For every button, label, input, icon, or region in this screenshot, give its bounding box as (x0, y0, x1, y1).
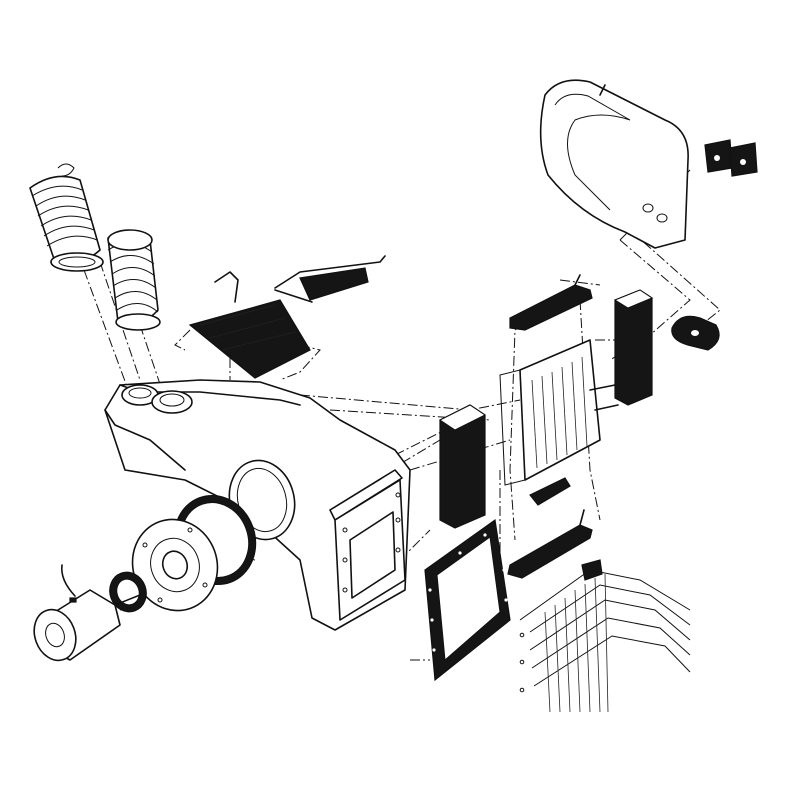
motor-seal-ring (109, 571, 147, 613)
clip-pair (704, 139, 758, 177)
core-small-pad (529, 477, 571, 506)
air-door-upper (274, 255, 386, 303)
condenser-fins (519, 559, 691, 713)
core-foam-pad-left (439, 404, 486, 529)
core-retaining-bracket-bottom (507, 509, 593, 579)
air-door-lower (188, 271, 311, 379)
hose-collars (121, 384, 193, 414)
blower-motor (33, 564, 141, 662)
grommet (671, 315, 720, 351)
heater-core (499, 339, 619, 486)
core-retaining-bracket-top (509, 274, 593, 331)
flex-hose-right (107, 229, 161, 331)
duct-cover (539, 79, 689, 249)
flex-hose-left (29, 163, 104, 272)
housing-frame-gasket (424, 518, 511, 682)
core-foam-pad-right (613, 289, 654, 406)
